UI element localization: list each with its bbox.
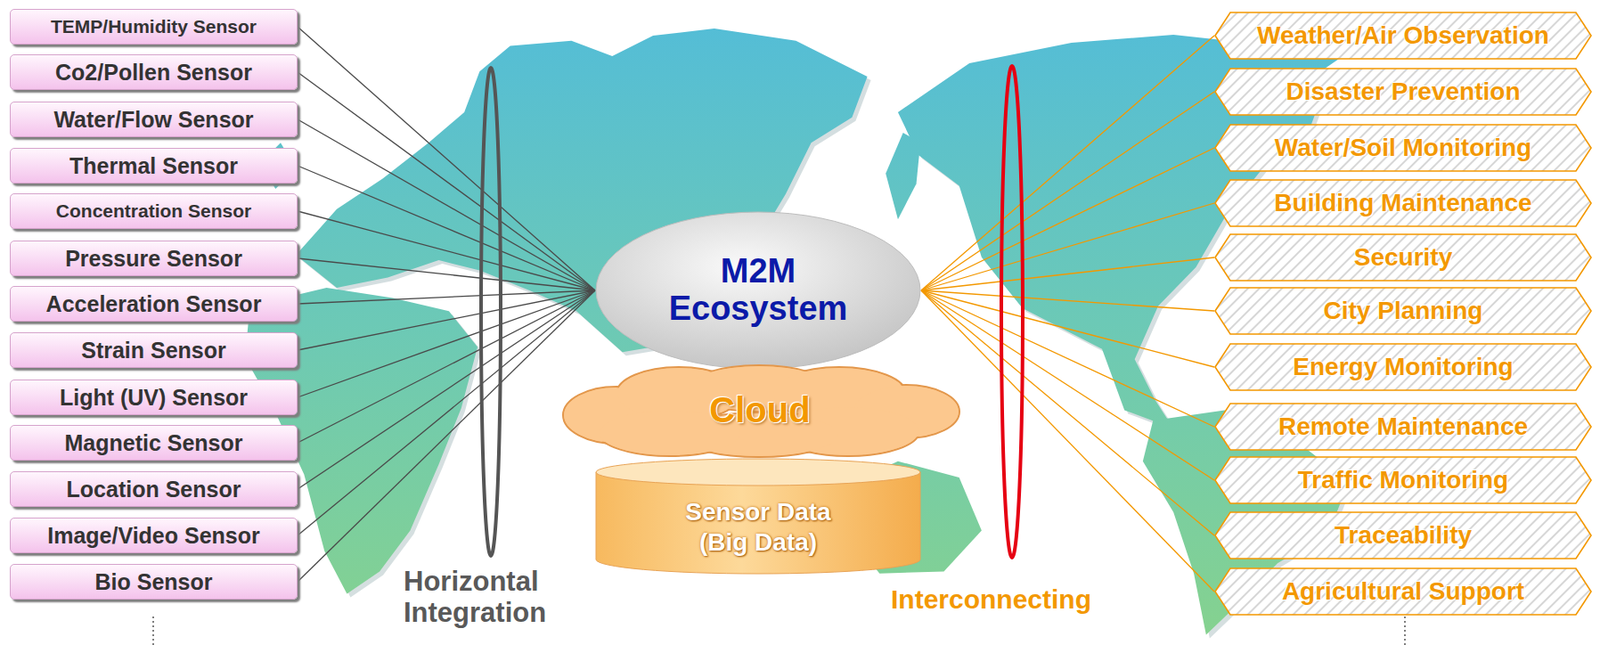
connector-line (921, 290, 1215, 427)
node-label: Energy Monitoring (1292, 352, 1513, 382)
database-cylinder: Sensor Data (Big Data) (595, 457, 922, 574)
connector-line (921, 147, 1215, 291)
connector-line (297, 290, 596, 582)
tag-shape (1215, 287, 1592, 335)
annotation-label: Horizontal Integration (403, 566, 582, 629)
tag-shape (1215, 343, 1592, 391)
sensor-box: Pressure Sensor (9, 240, 298, 277)
connector-line (921, 290, 1215, 368)
node-label: Thermal Sensor (69, 153, 238, 180)
cylinder-top (595, 458, 921, 486)
hub-shape (595, 212, 921, 369)
sensor-box: Strain Sensor (9, 332, 298, 368)
tag-shape (1215, 124, 1592, 172)
cylinder-body (595, 472, 921, 574)
application-tag: Water/Soil Monitoring (1214, 123, 1592, 172)
connector-line (921, 290, 1215, 311)
connector-line (297, 119, 596, 291)
application-tag: Remote Maintenance (1214, 402, 1592, 451)
sensor-box: Concentration Sensor (9, 193, 298, 229)
connector-line (921, 290, 1215, 592)
node-label: Location Sensor (66, 476, 242, 503)
hub-ellipse: M2M Ecosystem (595, 211, 922, 370)
connector-line (297, 290, 596, 536)
connector-line (297, 290, 596, 304)
node-label: Bio Sensor (95, 569, 213, 596)
tag-shape (1215, 12, 1592, 59)
connector-line (921, 290, 1215, 536)
connector-line (297, 290, 596, 398)
sensor-box: Co2/Pollen Sensor (9, 54, 298, 90)
node-label: Concentration Sensor (56, 200, 252, 222)
node-label: Pressure Sensor (65, 245, 243, 272)
connector-line (297, 26, 596, 291)
node-label: Light (UV) Sensor (59, 384, 248, 411)
connector-line (921, 290, 1215, 481)
tag-shape (1215, 568, 1592, 615)
tag-shape (1215, 512, 1592, 559)
sensor-box: Thermal Sensor (9, 147, 298, 184)
node-label: Security (1354, 243, 1454, 272)
node-label: Water/Soil Monitoring (1274, 133, 1532, 163)
node-label: Agricultural Support (1281, 577, 1525, 606)
connector-line (297, 211, 596, 291)
node-label: Traceability (1334, 521, 1472, 550)
node-label: Image/Video Sensor (47, 522, 261, 549)
connector-line (921, 91, 1215, 291)
sensor-box: Acceleration Sensor (9, 285, 298, 322)
tag-shape (1215, 68, 1592, 115)
connector-line (297, 72, 596, 291)
application-tag: Agricultural Support (1214, 567, 1592, 616)
cloud-shape: Cloud (554, 359, 966, 460)
annotation-label: Interconnecting (890, 584, 1092, 615)
sensor-box: Water/Flow Sensor (9, 101, 298, 138)
node-label: Disaster Prevention (1286, 77, 1521, 107)
sensor-box: Bio Sensor (9, 563, 298, 600)
application-tag: Security (1214, 233, 1592, 282)
connector-line (921, 257, 1215, 291)
sensor-box: Light (UV) Sensor (9, 379, 298, 416)
interconnect-ring (1001, 65, 1023, 558)
node-label: Sensor Data (Big Data) (669, 497, 848, 557)
connector-line (921, 35, 1215, 291)
dotted-continuation (152, 616, 155, 645)
tag-shape (1215, 403, 1592, 450)
node-label: Building Maintenance (1273, 188, 1532, 218)
node-label: TEMP/Humidity Sensor (50, 16, 257, 38)
tag-shape (1215, 179, 1592, 227)
tag-shape (1215, 457, 1592, 504)
sensor-box: Image/Video Sensor (9, 517, 298, 554)
node-label: M2M Ecosystem (651, 253, 866, 328)
connector-line (297, 258, 596, 291)
application-tag: Building Maintenance (1214, 179, 1592, 228)
connector-line (921, 203, 1215, 291)
application-tag: City Planning (1214, 286, 1592, 335)
node-label: Strain Sensor (81, 337, 227, 364)
node-label: Acceleration Sensor (46, 291, 262, 318)
connector-line (297, 290, 596, 490)
sensor-box: Magnetic Sensor (9, 424, 298, 461)
dotted-continuation (1404, 616, 1406, 645)
application-tag: Traffic Monitoring (1214, 456, 1592, 505)
node-label: Remote Maintenance (1278, 412, 1528, 441)
node-label: Weather/Air Observation (1257, 21, 1550, 50)
node-label: Co2/Pollen Sensor (55, 59, 253, 86)
application-tag: Energy Monitoring (1214, 342, 1592, 392)
sensor-box: TEMP/Humidity Sensor (9, 8, 298, 45)
tag-shape (1215, 234, 1592, 281)
application-tag: Disaster Prevention (1214, 67, 1592, 116)
node-label: Traffic Monitoring (1297, 465, 1509, 495)
sensor-box: Location Sensor (9, 471, 298, 507)
application-tag: Traceability (1214, 511, 1592, 560)
node-label: Magnetic Sensor (64, 430, 243, 457)
application-tag: Weather/Air Observation (1214, 11, 1592, 60)
continents (244, 12, 1363, 636)
node-label: City Planning (1323, 296, 1484, 326)
node-label: Water/Flow Sensor (53, 106, 254, 133)
connector-line (297, 290, 596, 443)
node-label: Cloud (709, 390, 810, 431)
connector-line (297, 165, 596, 291)
integration-ring (481, 67, 501, 556)
